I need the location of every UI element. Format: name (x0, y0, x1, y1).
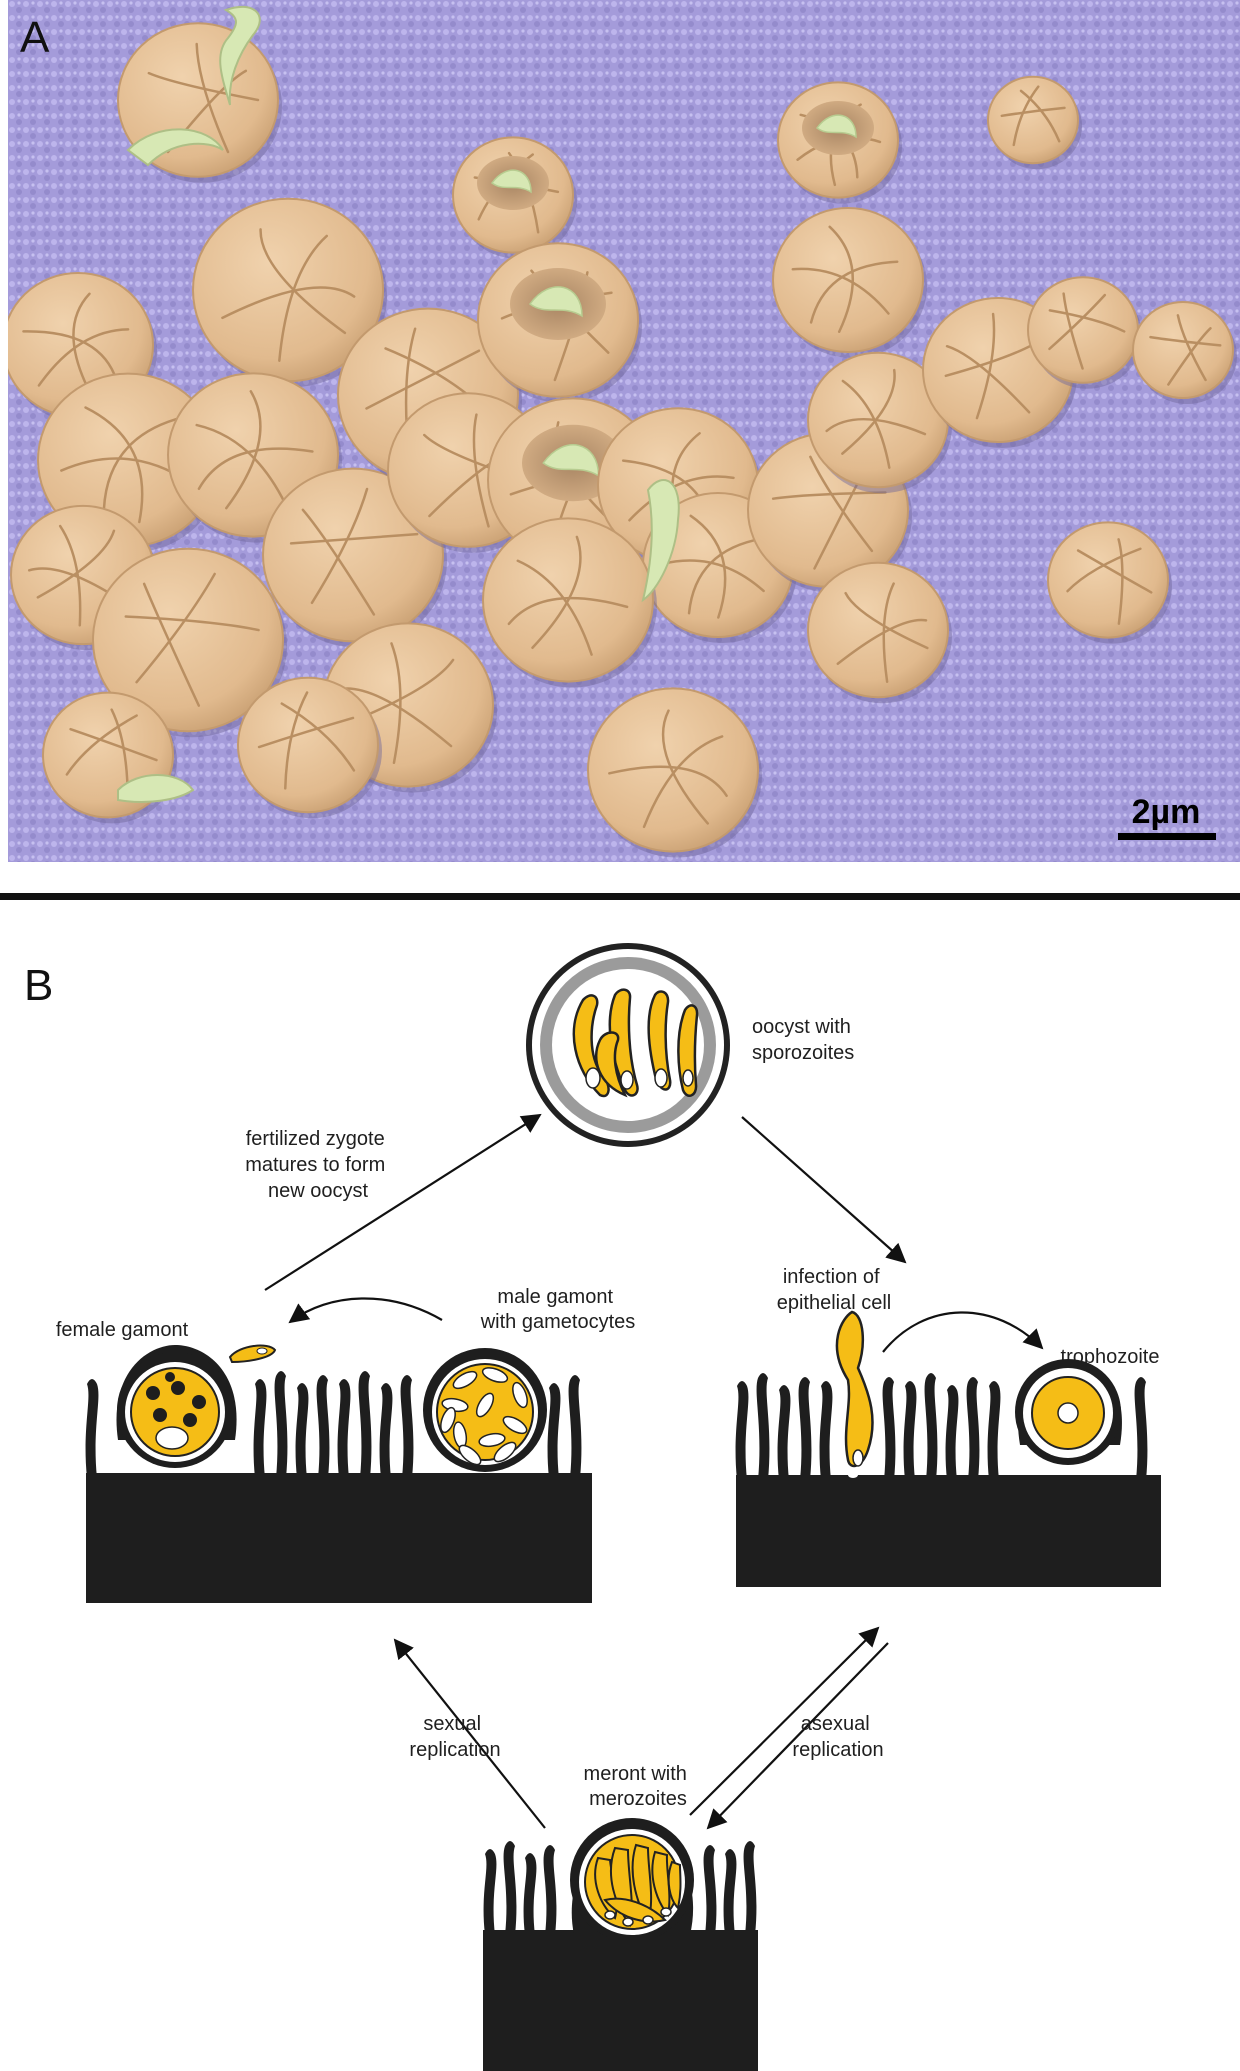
scale-bar (1118, 833, 1216, 840)
oocyst (807, 351, 952, 494)
oocyst-label-line-2: sporozoites (752, 1042, 854, 1064)
meront-label: meront with merozoites (584, 1763, 693, 1810)
oocyst (482, 517, 657, 688)
epithelium-right (735, 1310, 1161, 1587)
gametocyte (440, 1406, 456, 1434)
gametocyte (481, 1367, 509, 1383)
meront-line-2: merozoites (589, 1788, 687, 1810)
oocyst (777, 81, 902, 204)
oocyst (772, 207, 927, 358)
female-gamont-label: female gamont (56, 1319, 189, 1341)
arrow-asexual-down (706, 1642, 889, 1830)
gametocyte (475, 1392, 495, 1418)
panel-a-label: A (20, 13, 50, 62)
oocyst-label-line-1: oocyst with (752, 1016, 851, 1038)
male-gamont (423, 1348, 547, 1472)
oocyst-with-sporozoites (526, 943, 730, 1147)
male-gamont-line-1: male gamont (497, 1286, 613, 1308)
arrow-zygote-to-oocyst (264, 1113, 542, 1291)
sporozoite (117, 774, 195, 803)
infection-line-1: infection of (783, 1266, 880, 1288)
oocyst (262, 467, 447, 648)
fertilized-line-3: new oocyst (268, 1180, 368, 1202)
microvilli-left (85, 1371, 582, 1478)
gametocyte (458, 1444, 482, 1466)
gametocyte (493, 1441, 517, 1463)
fertilized-line-1: fertilized zygote (246, 1128, 385, 1150)
scale-bar-label: 2µm (1132, 793, 1201, 831)
oocyst (1132, 301, 1237, 404)
infection-line-2: epithelial cell (777, 1292, 892, 1314)
male-gamont-label: male gamont with gametocytes (480, 1286, 636, 1333)
arrow-oocyst-to-infection (741, 1116, 907, 1264)
meront-line-1: meront with (584, 1763, 687, 1785)
asexual-line-2: replication (792, 1739, 883, 1761)
sexual-label: sexual replication (409, 1713, 500, 1761)
gametocyte (228, 1344, 277, 1364)
oocyst (807, 561, 952, 704)
fertilized-label: fertilized zygote matures to form new oo… (245, 1128, 391, 1202)
arrow-sexual-replication (393, 1638, 546, 1829)
sporozoite (641, 479, 680, 603)
oocyst (1047, 521, 1172, 644)
epithelium-bottom (483, 1818, 758, 2071)
epithelium-left (85, 1344, 592, 1603)
oocyst (477, 242, 642, 403)
sexual-line-2: replication (409, 1739, 500, 1761)
sporozoite (219, 5, 261, 106)
infection-label: infection of epithelial cell (777, 1266, 892, 1314)
asexual-line-1: asexual (801, 1713, 870, 1735)
oocyst-group (8, 5, 1237, 858)
fertilized-line-2: matures to form (245, 1154, 385, 1176)
sporozoite-group (117, 5, 680, 803)
asexual-label: asexual replication (792, 1713, 883, 1761)
panel-b-label: B (24, 961, 53, 1010)
sporozoite (126, 128, 224, 167)
gametocyte (452, 1370, 478, 1390)
microvilli-bottom (483, 1841, 757, 1935)
oocyst (452, 136, 577, 259)
oocyst (987, 75, 1082, 170)
female-gamont (116, 1345, 237, 1468)
oocyst (192, 197, 387, 388)
trophozoite (1015, 1359, 1122, 1465)
infecting-sporozoite (835, 1310, 874, 1478)
arrow-infection-to-trophozoite (882, 1311, 1044, 1353)
oocyst (587, 687, 762, 858)
arrow-asexual-up (689, 1626, 880, 1816)
oocyst (1027, 276, 1142, 389)
oocyst (237, 676, 382, 819)
panel-divider (0, 893, 1240, 900)
microvilli-right (735, 1373, 1148, 1480)
merozoite (667, 1860, 682, 1910)
oocyst (92, 547, 287, 738)
meront-with-merozoites (570, 1818, 694, 1942)
gametocyte (478, 1432, 506, 1448)
gametocyte (502, 1415, 528, 1435)
oocyst-label: oocyst with sporozoites (752, 1016, 857, 1064)
gametocyte (512, 1381, 528, 1409)
male-gamont-line-2: with gametocytes (480, 1311, 636, 1333)
panel-a-micrograph: A 2µm (8, 0, 1240, 862)
sexual-line-1: sexual (423, 1713, 481, 1735)
arrow-male-to-female (288, 1297, 443, 1324)
